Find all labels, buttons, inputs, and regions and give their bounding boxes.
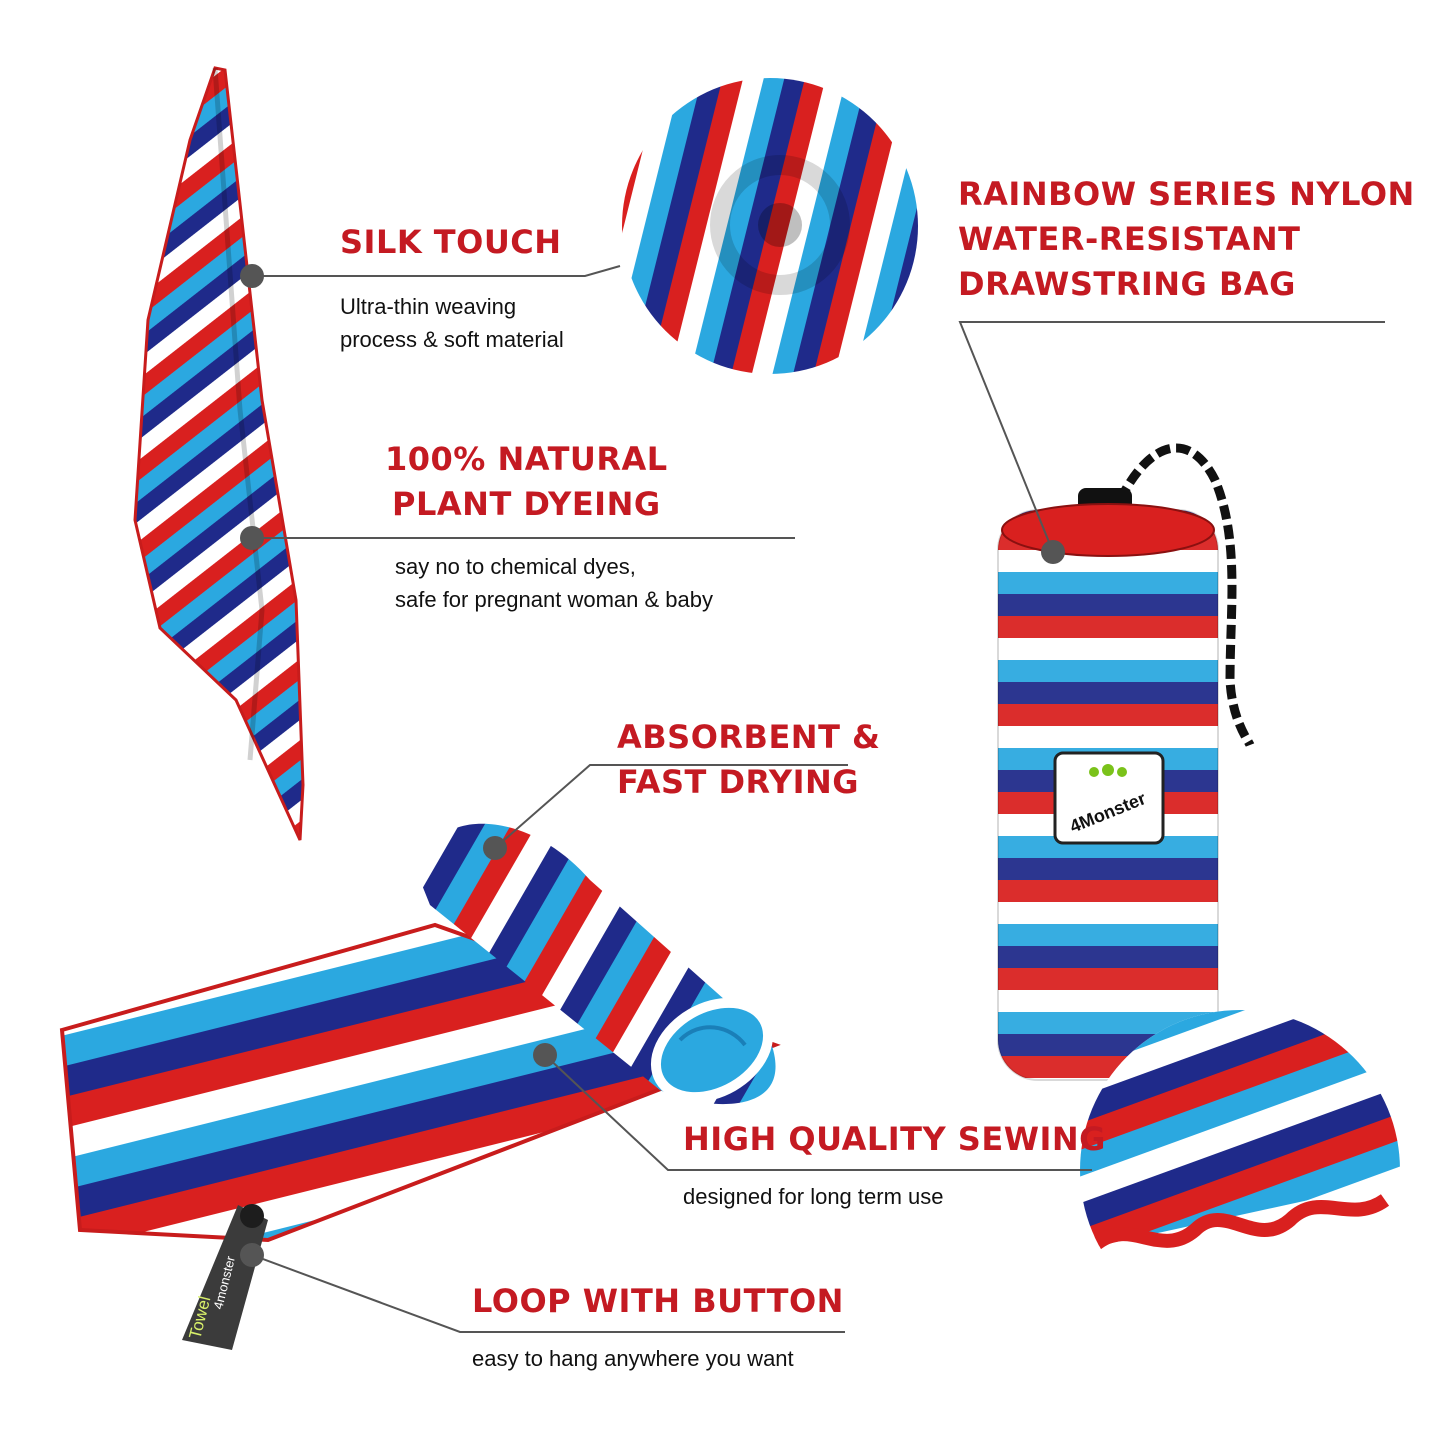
callout-dots bbox=[240, 264, 1065, 1267]
sewing-desc: designed for long term use bbox=[683, 1184, 944, 1209]
drawstring-bag-image: 4Monster bbox=[997, 443, 1255, 1081]
hanging-towel-image bbox=[133, 66, 305, 841]
callout-lines bbox=[251, 265, 1385, 1333]
silk-touch-desc: Ultra-thin weaving process & soft materi… bbox=[340, 294, 564, 352]
bag-patch bbox=[1053, 751, 1165, 845]
roll-end bbox=[650, 997, 774, 1103]
loop-title: LOOP WITH BUTTON bbox=[472, 1282, 844, 1320]
callout-bag bbox=[958, 321, 1385, 553]
callout-absorbent bbox=[494, 764, 848, 849]
dot-sewing bbox=[533, 1043, 557, 1067]
sewing-title: HIGH QUALITY SEWING bbox=[683, 1120, 1106, 1158]
bag-title: RAINBOW SERIES NYLON WATER-RESISTANT DRA… bbox=[958, 175, 1415, 303]
sewing-detail-image bbox=[1080, 1010, 1400, 1330]
dot-silk-touch bbox=[240, 264, 264, 288]
dot-absorbent bbox=[483, 836, 507, 860]
dot-loop bbox=[240, 1243, 264, 1267]
silk-touch-title: SILK TOUCH bbox=[340, 223, 562, 261]
loop-button bbox=[240, 1204, 264, 1228]
absorbent-title: ABSORBENT & FAST DRYING bbox=[617, 718, 881, 801]
bag-cord bbox=[1115, 443, 1255, 748]
loop-desc: easy to hang anywhere you want bbox=[472, 1346, 794, 1371]
dot-bag bbox=[1041, 540, 1065, 564]
dyeing-desc: say no to chemical dyes, safe for pregna… bbox=[395, 554, 713, 612]
hanging-towel-body bbox=[133, 66, 305, 841]
swirl-center bbox=[710, 155, 850, 295]
callout-loop bbox=[251, 1254, 845, 1333]
dyeing-title: 100% NATURAL PLANT DYEING bbox=[385, 440, 668, 523]
hanging-towel-fold bbox=[212, 67, 265, 761]
dot-dyeing bbox=[240, 526, 264, 550]
callout-sewing bbox=[544, 1054, 1092, 1171]
bag-top-gather bbox=[1001, 503, 1215, 557]
hang-loop-tag bbox=[182, 1205, 268, 1350]
silk-touch-swirl-image bbox=[622, 78, 918, 374]
callout-silk-touch bbox=[252, 265, 621, 277]
hem-waves bbox=[1090, 1194, 1390, 1251]
rolled-towel-image: Towel 4monster bbox=[59, 823, 781, 1350]
